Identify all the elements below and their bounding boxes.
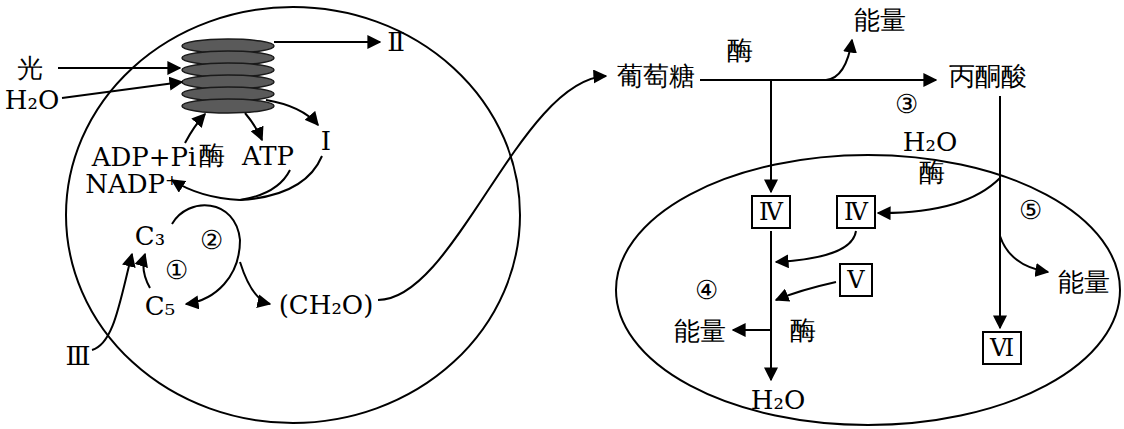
text-label: H₂O <box>751 386 805 415</box>
nadp-arrow <box>172 180 240 200</box>
pyruvate-arrow <box>999 96 1001 328</box>
sugar-arrow <box>240 262 270 304</box>
water-line <box>770 231 772 380</box>
text-label: ② <box>200 226 223 255</box>
text-label: 光 <box>17 54 43 83</box>
text-label: ④ <box>695 276 718 305</box>
text-label: Ⅰ <box>321 127 331 156</box>
fixation-arrow <box>143 254 150 288</box>
energy-arrow-2 <box>1000 236 1048 272</box>
text-label: ⑤ <box>1019 196 1042 225</box>
text-label: ADP+Pi <box>92 143 197 172</box>
nadph-arrow <box>266 100 318 125</box>
glycolysis-arrow <box>700 79 936 81</box>
transfer-arrow <box>378 76 606 300</box>
energy-arrow-3 <box>733 329 771 331</box>
text-label: 酶 <box>199 141 225 170</box>
mitochondrion-outline <box>616 155 1120 425</box>
o2-merge-arrow <box>776 282 836 300</box>
text-label: 能量 <box>854 6 906 35</box>
text-label: ① <box>165 256 188 285</box>
oxygen-arrow <box>274 41 380 43</box>
box-text: Ⅳ <box>759 198 783 226</box>
substance-box: Ⅴ <box>839 263 872 298</box>
co2-arrow <box>92 254 132 350</box>
text-label: C₃ <box>135 222 165 251</box>
grana-stack <box>182 39 274 113</box>
arrows <box>58 40 1048 380</box>
text-label: Ⅲ <box>65 342 90 371</box>
box-text: Ⅴ <box>847 266 864 294</box>
text-label: H₂O <box>903 128 957 157</box>
text-label: C₅ <box>145 292 175 321</box>
text-label: NADP⁺ <box>85 170 179 199</box>
text-label: Ⅱ <box>387 28 405 57</box>
water-arrow <box>62 82 182 98</box>
text-label: 酶 <box>919 158 945 187</box>
atp-arrow <box>245 113 262 140</box>
substance-box: Ⅳ <box>836 195 876 230</box>
text-label: 丙酮酸 <box>949 62 1027 91</box>
text-label: 能量 <box>1058 268 1110 297</box>
adp-arrow <box>185 114 205 143</box>
chloroplast-outline <box>66 7 520 423</box>
box-text: Ⅵ <box>990 334 1014 362</box>
substance-box: Ⅳ <box>751 195 791 230</box>
text-label: ATP <box>242 142 294 171</box>
text-label: H₂O <box>5 86 59 115</box>
h-merge-arrow <box>776 231 856 262</box>
text-label: 酶 <box>727 36 753 65</box>
box-text: Ⅳ <box>844 198 868 226</box>
substance-box: Ⅵ <box>982 331 1022 366</box>
text-label: ③ <box>895 90 918 119</box>
energy-arrow <box>826 40 852 80</box>
light-arrow <box>58 67 180 69</box>
text-label: (CH₂O) <box>279 291 374 320</box>
text-label: 葡萄糖 <box>617 62 695 91</box>
h-arrow <box>770 80 772 192</box>
text-label: 酶 <box>790 316 816 345</box>
text-label: 能量 <box>674 317 726 346</box>
thylakoid <box>182 99 274 113</box>
atp-line <box>240 170 290 200</box>
